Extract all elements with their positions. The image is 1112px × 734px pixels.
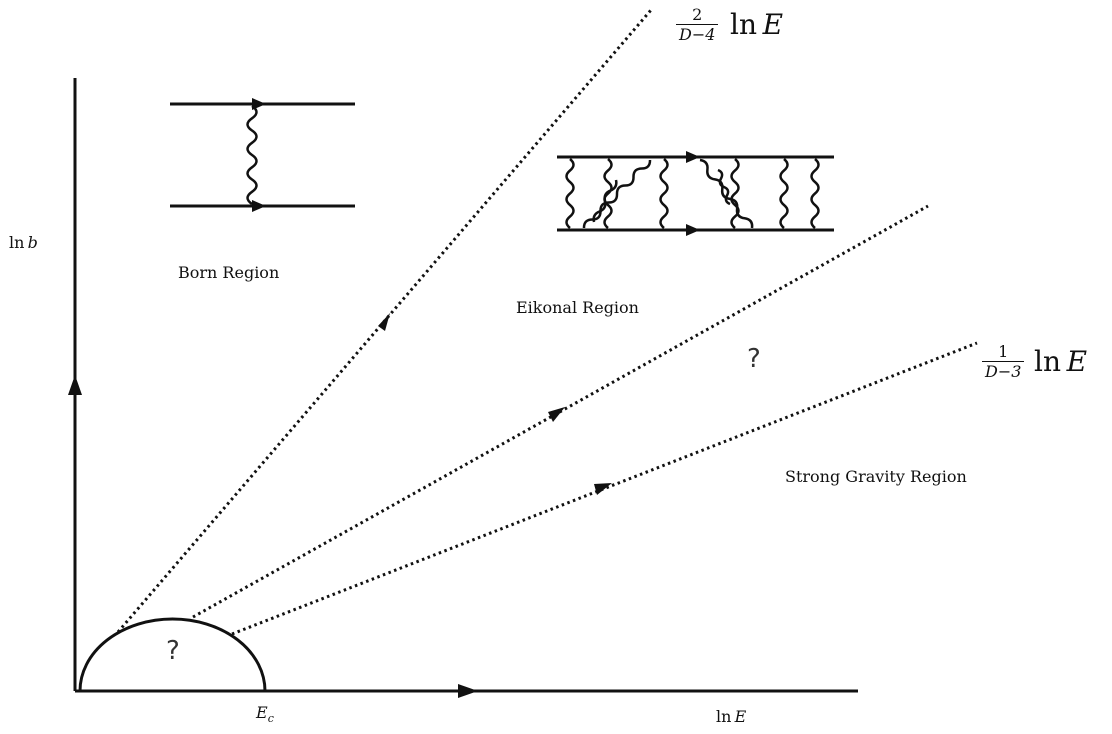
graviton-exchange-line [717, 168, 731, 206]
strong-gravity-region-label: Strong Gravity Region [785, 467, 967, 486]
y-axis-label: ln b [9, 233, 38, 252]
lower-line-arrow-icon [594, 483, 612, 495]
lower-line-label: 1 D−3 ln E [982, 340, 1110, 384]
upper-line-arrow-icon [378, 313, 390, 331]
lower-dotted-line [231, 341, 978, 636]
graviton-exchange-line [730, 158, 740, 229]
core-semicircle [78, 617, 267, 692]
eikonal-question-mark: ? [747, 344, 761, 374]
upper-line-fraction: 2 D−4 [676, 5, 719, 44]
upper-line-label: 2 D−4 ln E [676, 3, 826, 47]
graviton-exchange-line [659, 158, 669, 229]
born-feynman-diagram-icon [170, 98, 355, 212]
critical-energy-label: Ec [256, 703, 274, 726]
core-question-mark: ? [166, 636, 180, 666]
born-region-label: Born Region [178, 263, 280, 282]
graviton-exchange-line [699, 158, 754, 229]
upper-line-ln: ln E [730, 8, 784, 41]
graviton-exchange-line [582, 159, 652, 229]
middle-line-arrow-icon [548, 407, 565, 422]
graviton-exchange-line [565, 158, 575, 229]
x-axis-arrow-icon [458, 684, 478, 698]
graviton-exchange-line [779, 158, 789, 229]
lower-line-ln: ln E [1034, 345, 1088, 378]
eikonal-region-label: Eikonal Region [516, 298, 639, 317]
graviton-exchange-line [810, 158, 820, 229]
eikonal-ladder-diagram-icon [557, 151, 834, 236]
y-axis-arrow-icon [68, 375, 82, 395]
x-axis-label: ln E [716, 707, 747, 726]
graviton-exchange-line [603, 158, 613, 229]
graviton-exchange-line [592, 179, 618, 223]
lower-line-fraction: 1 D−3 [982, 342, 1025, 381]
